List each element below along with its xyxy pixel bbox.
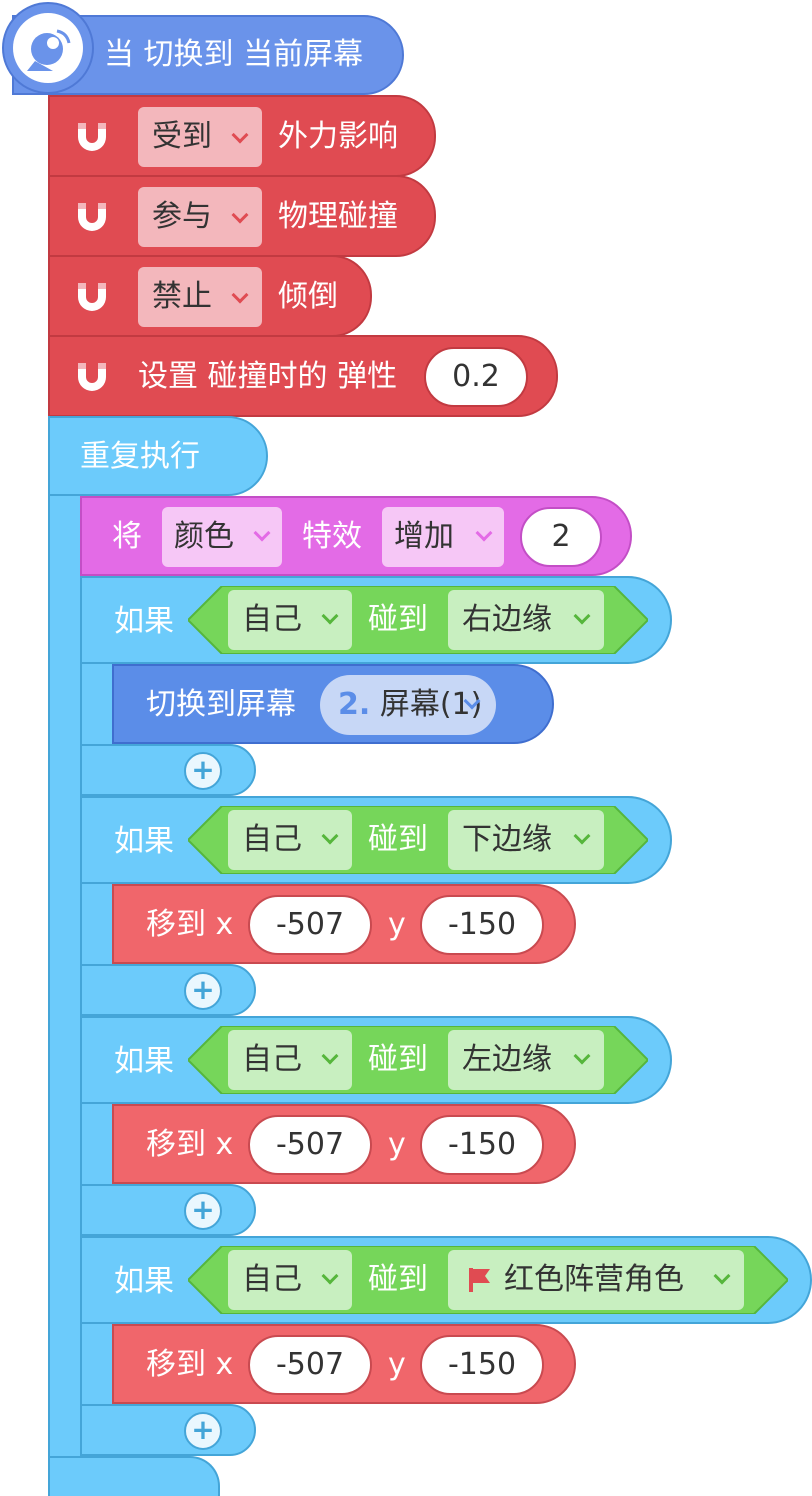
y-input[interactable]: -150: [420, 895, 544, 955]
self-dropdown[interactable]: 自己: [228, 810, 352, 870]
physics-tip-block[interactable]: 禁止 倾倒: [48, 255, 372, 337]
move-to-block[interactable]: 移到 x -507 y -150: [112, 1104, 576, 1184]
hat-icon-circle: [2, 2, 94, 94]
collision-mode-dropdown[interactable]: 参与: [138, 187, 262, 247]
chevron-down-icon: [321, 1047, 339, 1065]
satellite-dish-icon: [27, 29, 71, 71]
chevron-down-icon: [321, 607, 339, 625]
if-label: 如果: [114, 824, 174, 859]
chevron-down-icon: [321, 827, 339, 845]
touch-label: 碰到: [368, 1042, 428, 1077]
chevron-down-icon: [231, 206, 249, 224]
if-label: 如果: [114, 1044, 174, 1079]
magnet-icon: [78, 203, 106, 231]
edge-dropdown[interactable]: 左边缘: [448, 1030, 604, 1090]
touching-condition[interactable]: 自己 碰到 下边缘: [188, 806, 648, 874]
physics-collision-block[interactable]: 参与 物理碰撞: [48, 175, 436, 257]
red-flag-icon: [469, 1268, 490, 1292]
loop-label: 重复执行: [80, 439, 200, 474]
force-mode-dropdown[interactable]: 受到: [138, 107, 262, 167]
physics-tip-text: 倾倒: [278, 279, 338, 314]
chevron-down-icon: [573, 827, 591, 845]
physics-collision-text: 物理碰撞: [278, 199, 398, 234]
move-label: 移到 x: [146, 1127, 234, 1162]
chevron-down-icon: [253, 524, 271, 542]
magnet-icon: [78, 283, 106, 311]
elasticity-label: 设置 碰撞时的 弹性: [138, 359, 398, 394]
x-input[interactable]: -507: [248, 1335, 372, 1395]
add-block-plus-icon[interactable]: +: [184, 1192, 222, 1230]
physics-force-text: 外力影响: [278, 119, 398, 154]
if-block[interactable]: 如果 自己 碰到 左边缘: [80, 1016, 672, 1104]
if-label: 如果: [114, 1264, 174, 1299]
add-block-plus-icon[interactable]: +: [184, 752, 222, 790]
x-input[interactable]: -507: [248, 1115, 372, 1175]
hat-label: 当 切换到 当前屏幕: [104, 37, 364, 72]
screen-index: 2.: [338, 687, 371, 722]
touch-label: 碰到: [368, 602, 428, 637]
y-label: y: [388, 1347, 406, 1382]
y-input[interactable]: -150: [420, 1115, 544, 1175]
change-effect-block[interactable]: 将 颜色 特效 增加 2: [80, 496, 632, 576]
self-dropdown[interactable]: 自己: [228, 590, 352, 650]
chevron-down-icon: [321, 1267, 339, 1285]
if-label: 如果: [114, 604, 174, 639]
move-to-block[interactable]: 移到 x -507 y -150: [112, 1324, 576, 1404]
switch-screen-label: 切换到屏幕: [146, 687, 296, 722]
move-to-block[interactable]: 移到 x -507 y -150: [112, 884, 576, 964]
chevron-down-icon: [713, 1267, 731, 1285]
add-block-plus-icon[interactable]: +: [184, 972, 222, 1010]
x-input[interactable]: -507: [248, 895, 372, 955]
chevron-down-icon: [231, 126, 249, 144]
touch-label: 碰到: [368, 822, 428, 857]
move-label: 移到 x: [146, 907, 234, 942]
self-dropdown[interactable]: 自己: [228, 1030, 352, 1090]
set-elasticity-block[interactable]: 设置 碰撞时的 弹性 0.2: [48, 335, 558, 417]
y-label: y: [388, 1127, 406, 1162]
forever-loop-footer: [48, 1456, 220, 1496]
switch-screen-block[interactable]: 切换到屏幕 2. 屏幕(1): [112, 664, 554, 744]
touching-condition[interactable]: 自己 碰到 右边缘: [188, 586, 648, 654]
elasticity-input[interactable]: 0.2: [424, 347, 528, 407]
sprite-dropdown[interactable]: 红色阵营角色: [448, 1250, 744, 1310]
move-label: 移到 x: [146, 1347, 234, 1382]
if-block[interactable]: 如果 自己 碰到 右边缘: [80, 576, 672, 664]
tip-mode-dropdown[interactable]: 禁止: [138, 267, 262, 327]
effect-type-dropdown[interactable]: 颜色: [162, 507, 282, 567]
touch-label: 碰到: [368, 1262, 428, 1297]
physics-force-block[interactable]: 受到 外力影响: [48, 95, 436, 177]
effect-value-input[interactable]: 2: [520, 507, 602, 567]
magnet-icon: [78, 363, 106, 391]
screen-name: 屏幕(1): [379, 687, 483, 722]
forever-loop-arm: [48, 416, 82, 1496]
edge-dropdown[interactable]: 右边缘: [448, 590, 604, 650]
effect-mid: 特效: [302, 519, 362, 554]
if-footer: +: [80, 744, 256, 796]
if-footer: +: [80, 1404, 256, 1456]
if-block[interactable]: 如果 自己 碰到 下边缘: [80, 796, 672, 884]
add-block-plus-icon[interactable]: +: [184, 1412, 222, 1450]
effect-prefix: 将: [112, 519, 142, 554]
chevron-down-icon: [573, 607, 591, 625]
magnet-icon: [78, 123, 106, 151]
touching-condition[interactable]: 自己 碰到 红色阵营角色: [188, 1246, 788, 1314]
y-label: y: [388, 907, 406, 942]
if-footer: +: [80, 1184, 256, 1236]
chevron-down-icon: [231, 286, 249, 304]
y-input[interactable]: -150: [420, 1335, 544, 1395]
chevron-down-icon: [573, 1047, 591, 1065]
touching-condition[interactable]: 自己 碰到 左边缘: [188, 1026, 648, 1094]
if-footer: +: [80, 964, 256, 1016]
chevron-down-icon: [475, 524, 493, 542]
forever-loop-block[interactable]: 重复执行: [48, 416, 268, 496]
effect-op-dropdown[interactable]: 增加: [382, 507, 504, 567]
screen-dropdown[interactable]: 2. 屏幕(1): [320, 675, 496, 735]
self-dropdown[interactable]: 自己: [228, 1250, 352, 1310]
edge-dropdown[interactable]: 下边缘: [448, 810, 604, 870]
if-block[interactable]: 如果 自己 碰到 红色阵营角色: [80, 1236, 812, 1324]
